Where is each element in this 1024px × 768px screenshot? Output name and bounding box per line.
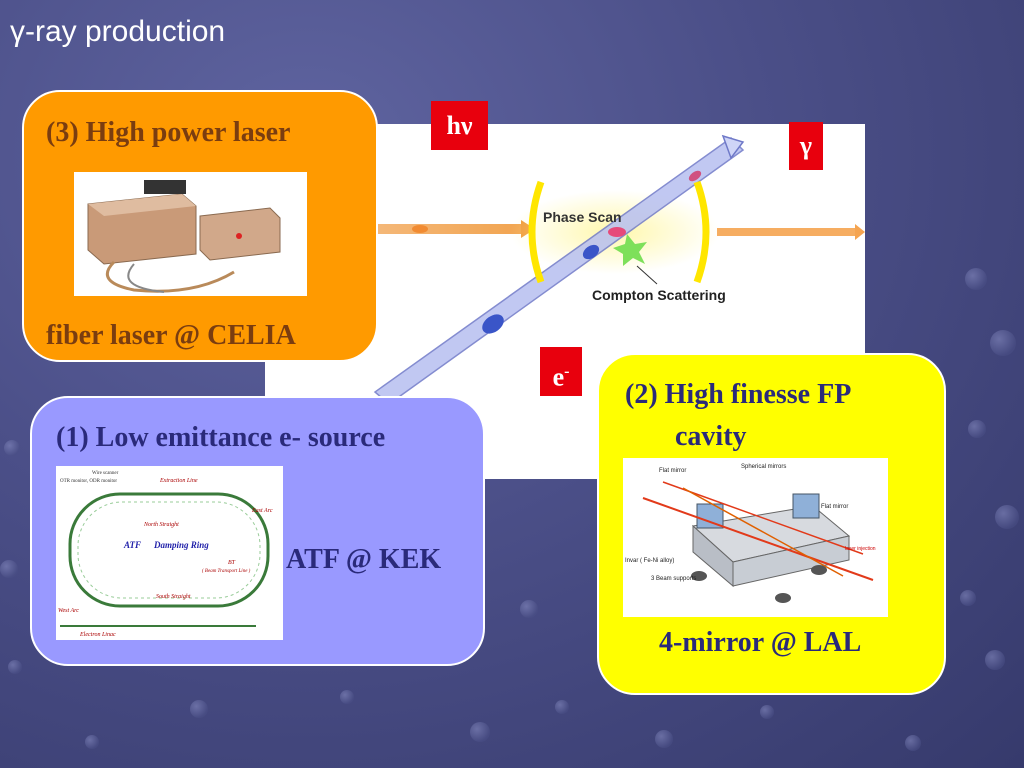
map-label-linac: Electron Linac [79,632,116,638]
laser-indicator [236,233,242,239]
laser-unit-1-top [88,194,196,216]
compton-pointer [636,265,658,285]
electron-beam-arrow [721,134,745,160]
mirror-right [693,180,710,284]
laser-path-2 [662,481,864,555]
ring-track [68,492,270,608]
laser-heading: (3) High power laser [46,117,291,148]
cavity-body-side [732,535,850,587]
map-label-wire-scanner: Wire scanner [92,471,119,476]
support-1 [691,571,707,581]
laser-fiber-cable-2 [127,263,165,293]
cavity-heading-line1: (2) High finesse FP [625,379,852,410]
laser-beam-left [375,224,523,234]
compton-diagram-svg: Phase Scan Compton Scattering [373,134,865,405]
cavity-label-flat-right: Flat mirror [821,504,848,510]
atf-ring-map: Wire scanner OTR monitor, ODR monitor Ex… [56,466,283,640]
laser-focus-spot [608,227,626,237]
ring-track-inner [77,501,261,599]
laser-pulse [412,225,428,233]
laser-beam-right [717,228,857,236]
laser-path-1 [642,497,874,581]
ring-caption: ATF @ KEK [286,544,442,575]
cavity-box: (2) High finesse FP cavity Flat mirror S… [597,353,946,695]
electron-bunch-3 [688,170,702,182]
map-label-north: North Straight [143,522,179,528]
map-label-otr: OTR monitor, ODR monitor [60,479,117,484]
laser-beam-right-arrow [855,224,865,240]
map-label-south: South Straight [156,594,191,600]
map-label-damping: Damping Ring [153,540,209,550]
map-label-beam-transport: ( Beam Transport Line ) [202,569,251,574]
scattering-star [613,234,647,266]
ring-heading: (1) Low emittance e- source [56,422,386,453]
cavity-label-supports: 3 Beam supports [651,576,696,582]
electron-bunch-2 [582,244,600,260]
map-label-atf: ATF [123,540,141,550]
cavity-caption: 4-mirror @ LAL [659,627,862,658]
laser-power-supply [144,180,186,194]
photon-label: hν [431,101,488,150]
cavity-label-spherical: Spherical mirrors [741,464,786,470]
cavity-label-injection: laser injection [845,546,876,552]
map-label-bt: BT [228,560,236,566]
electron-bunch-1 [482,314,504,334]
electron-source-box: (1) Low emittance e- source Wire scanner… [30,396,485,666]
gamma-label: γ [789,122,823,170]
laser-photo [74,172,307,296]
support-2 [775,593,791,603]
map-label-west: West Arc [58,608,79,614]
phase-scan-label: Phase Scan [543,209,622,225]
cavity-mount-right [792,493,820,519]
cavity-photo: Flat mirror Spherical mirrors Flat mirro… [623,458,888,617]
slide-title: γ-ray production [10,15,226,48]
laser-fiber-cable [105,260,235,293]
map-label-extraction: Extraction Line [159,478,198,484]
electron-label: e- [540,347,582,396]
mirror-left [528,180,545,284]
cavity-label-invar: Invar ( Fe-Ni alloy) [625,558,674,564]
cavity-label-flat-top: Flat mirror [659,468,686,474]
cavity-heading-line2: cavity [675,421,747,452]
laser-box: (3) High power laser fiber laser @ CELIA [22,90,378,362]
support-3 [811,565,827,575]
laser-caption: fiber laser @ CELIA [46,320,296,351]
map-label-east: East Arc [251,508,273,514]
beam-path [682,487,844,577]
compton-label: Compton Scattering [592,287,726,303]
